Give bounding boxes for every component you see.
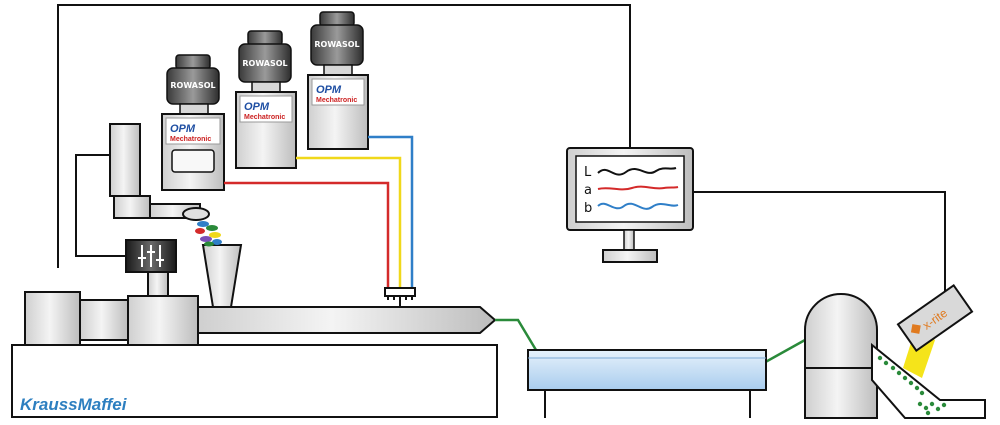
mechatronic-label: Mechatronic [170,136,211,143]
monitor-label-b: b [584,201,592,216]
slider-control-icon [138,245,164,267]
dosing-unit-1: ROWASOL OPM Mechatronic [161,54,225,191]
controller-link [75,154,126,257]
colored-granules [195,221,222,247]
unit-neck [323,64,353,76]
sensor-cable [693,191,946,305]
gearbox-mount [147,269,169,297]
control-loop-line [57,4,631,268]
pelletizer [804,293,878,419]
dosing-chute [113,195,151,219]
mechatronic-label: Mechatronic [244,114,285,121]
xrite-icon [910,324,921,334]
opm-logo: OPM [316,84,342,96]
green-pellets [877,355,947,416]
extruder-brand-label: KraussMaffei [20,395,128,414]
dosing-unit-2: ROWASOL OPM Mechatronic [235,30,297,169]
drive-motor [24,291,81,346]
opm-logo: OPM [170,123,196,135]
feed-hopper [201,244,243,308]
monitor-label-a: a [584,183,592,198]
dosing-line-red [224,181,390,290]
unit-cap [175,54,211,70]
monitor-label-l: L [584,165,592,180]
b-curve [597,202,679,210]
gearbox [127,295,199,346]
water-bath [527,349,767,391]
dosing-line-blue [368,135,414,290]
rowasol-label: ROWASOL [314,40,359,49]
unit-neck [251,81,281,93]
monitor-stand [602,249,658,263]
a-curve [597,185,679,191]
dosing-nozzle [182,207,210,221]
dosing-line-yellow [296,156,402,290]
unit-window [171,149,215,173]
mechatronic-label: Mechatronic [316,97,357,104]
injection-nozzle [384,287,416,307]
l-curve [597,167,677,176]
rowasol-label: ROWASOL [170,81,215,90]
dosing-tube [109,123,141,197]
extruder-base [11,344,498,418]
color-sensor: x-rite [896,283,974,353]
monitor-neck [623,229,635,251]
rowasol-label: ROWASOL [242,59,287,68]
opm-logo: OPM [244,101,270,113]
dosing-unit-3: ROWASOL OPM Mechatronic [307,11,369,150]
pellet-chute [871,342,986,419]
drive-coupling [79,299,129,341]
unit-cap [319,11,355,27]
extruder-barrel [197,306,497,334]
unit-cap [247,30,283,46]
unit-neck [179,103,209,115]
